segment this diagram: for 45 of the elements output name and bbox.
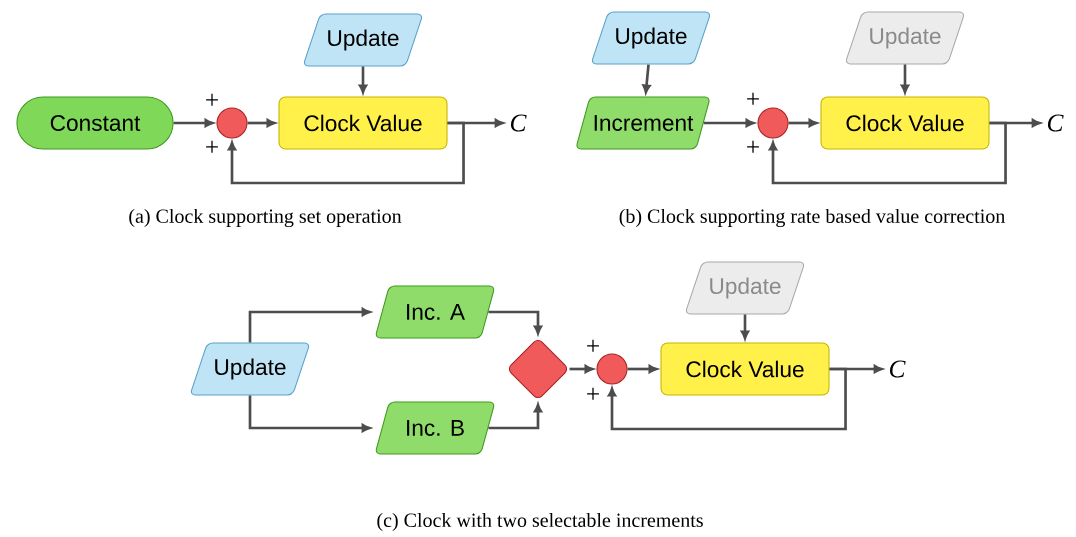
arrow (627, 364, 658, 374)
output-symbol: C (510, 114, 527, 132)
input-parallelogram: Update (190, 342, 310, 396)
input-parallelogram: Update (591, 11, 711, 65)
arrow (488, 403, 543, 430)
sign-label: + (747, 140, 759, 153)
arrow (227, 121, 465, 185)
subfigure-caption: (a) Clock supporting set operation (129, 208, 402, 228)
arrow (358, 66, 368, 94)
arrow (768, 121, 1007, 185)
arrow (642, 64, 651, 94)
arrow (248, 395, 371, 433)
arrow (247, 118, 276, 128)
sign-label: + (747, 92, 759, 105)
arrow (740, 314, 750, 340)
sum-circle (596, 353, 628, 385)
arrow (788, 118, 818, 128)
input-parallelogram: Increment (576, 96, 710, 150)
sign-label: + (206, 93, 218, 106)
value-box: Clock Value (278, 96, 448, 150)
arrow (900, 64, 910, 94)
output-symbol: C (889, 360, 906, 378)
arrow (607, 367, 847, 431)
sign-label: + (206, 140, 218, 153)
arrow (703, 118, 755, 128)
input-parallelogram: Inc. A (375, 285, 495, 339)
output-symbol: C (1047, 114, 1064, 132)
arrow (173, 118, 214, 128)
subfigure-caption: (c) Clock with two selectable increments (377, 512, 703, 532)
input-parallelogram: Update (303, 13, 423, 67)
input-parallelogram: Inc. B (375, 401, 495, 455)
input-parallelogram: Update (845, 11, 965, 65)
subfigure-caption: (b) Clock supporting rate based value correction (619, 208, 1005, 228)
input-parallelogram: Update (685, 261, 805, 315)
arrow (248, 307, 371, 343)
process-pill: Constant (16, 96, 174, 150)
sum-circle (757, 107, 789, 139)
selector-diamond (508, 339, 568, 399)
sign-label: + (587, 387, 599, 400)
sign-label: + (587, 339, 599, 352)
sum-circle (216, 107, 248, 139)
value-box: Clock Value (820, 96, 990, 150)
arrow (488, 310, 543, 335)
arrow (569, 364, 594, 374)
value-box: Clock Value (660, 342, 830, 396)
